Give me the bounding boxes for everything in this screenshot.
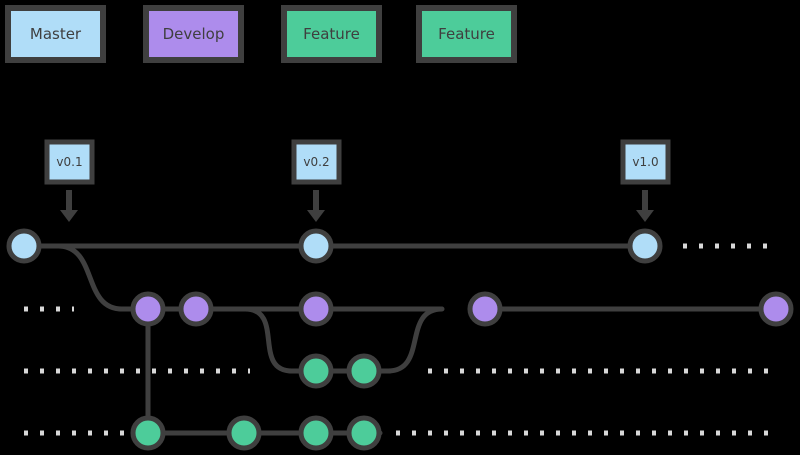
tag-arrow-head <box>60 210 78 222</box>
branch-line-layer <box>21 243 793 436</box>
legend-swatch-develop-1[interactable] <box>143 5 244 63</box>
version-tag-box[interactable] <box>620 139 671 185</box>
legend-swatch-feature-2[interactable] <box>281 5 382 63</box>
develop-commit-node[interactable] <box>467 291 503 327</box>
version-tag-label: v1.0 <box>632 155 658 169</box>
feature-upper-commit-node[interactable] <box>298 353 334 389</box>
commit-node-layer <box>6 228 794 451</box>
master-commit-node[interactable] <box>6 228 42 264</box>
feature-lower-commit-node[interactable] <box>226 415 262 451</box>
master-to-develop <box>55 243 125 312</box>
develop-commit-node[interactable] <box>130 291 166 327</box>
legend-label-feature-2: Feature <box>303 25 360 43</box>
feature-lower-commit-node[interactable] <box>298 415 334 451</box>
legend-swatch-feature-3[interactable] <box>416 5 517 63</box>
version-tag-box[interactable] <box>291 139 342 185</box>
develop-commit-node[interactable] <box>298 291 334 327</box>
develop-commit-node[interactable] <box>178 291 214 327</box>
legend-swatch-master-0[interactable] <box>5 5 106 63</box>
legend-label-feature-3: Feature <box>438 25 495 43</box>
legend-label-master-0: Master <box>30 25 82 43</box>
version-tag-box[interactable] <box>44 139 95 185</box>
feature-upper-to-develop <box>385 306 445 374</box>
dotted-line-layer <box>24 243 770 436</box>
feature-upper-commit-node[interactable] <box>346 353 382 389</box>
develop-to-feature-upper <box>242 306 295 374</box>
master-commit-node[interactable] <box>298 228 334 264</box>
legend-label-develop-1: Develop <box>163 25 225 43</box>
connector-layer <box>55 243 445 421</box>
feature-lower-commit-node[interactable] <box>130 415 166 451</box>
tag-arrow-head <box>636 210 654 222</box>
version-tag-layer: v0.1 v0.2 v1.0 <box>44 139 671 222</box>
feature-lower-commit-node[interactable] <box>346 415 382 451</box>
develop-commit-node[interactable] <box>758 291 794 327</box>
version-tag-label: v0.1 <box>56 155 82 169</box>
version-tag-label: v0.2 <box>303 155 329 169</box>
tag-arrow-head <box>307 210 325 222</box>
master-commit-node[interactable] <box>627 228 663 264</box>
legend-layer: Master Develop Feature Feature <box>5 5 517 63</box>
